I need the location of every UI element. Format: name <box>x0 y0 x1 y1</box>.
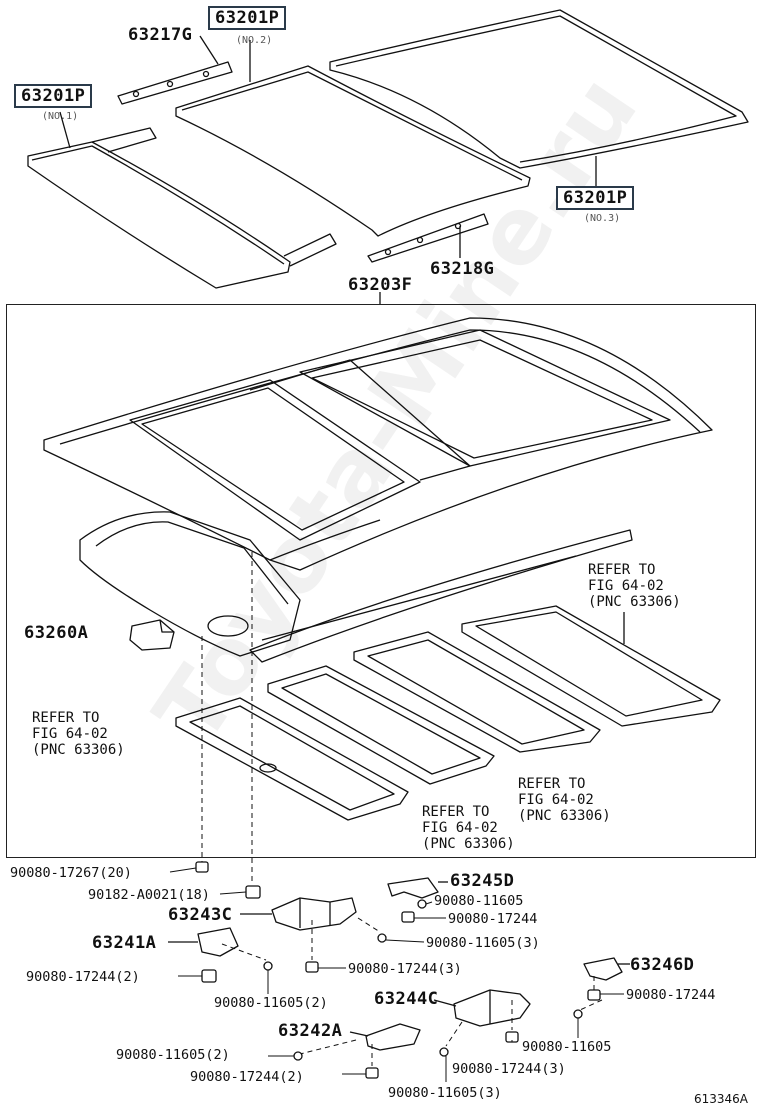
label-63260a[interactable]: 63260A <box>24 623 89 643</box>
label-90080-17244-3-a[interactable]: 90080-17244(3) <box>348 961 462 977</box>
bracket-63245d <box>387 877 439 899</box>
label-63201p-no1-sub: (NO.1) <box>42 111 79 122</box>
label-63217g[interactable]: 63217G <box>128 25 193 45</box>
label-63241a[interactable]: 63241A <box>92 933 157 953</box>
label-63243c[interactable]: 63243C <box>168 905 233 925</box>
label-90080-11605-3-b[interactable]: 90080-11605(3) <box>388 1085 502 1101</box>
label-63201p-no2-sub: (NO.2) <box>236 35 273 46</box>
label-63201p-no2[interactable]: 63201P <box>208 6 287 30</box>
label-90080-11605-3-a[interactable]: 90080-11605(3) <box>426 935 540 951</box>
diagram-id: 613346A <box>694 1092 749 1106</box>
label-90080-17244-2-b[interactable]: 90080-17244(2) <box>190 1069 304 1085</box>
sunshade-panel-left <box>175 697 409 821</box>
label-90080-17244-2-a[interactable]: 90080-17244(2) <box>26 969 140 985</box>
label-63245d[interactable]: 63245D <box>450 871 515 891</box>
label-63201p-no3[interactable]: 63201P <box>556 186 635 210</box>
roof-panel-no3 <box>329 9 749 169</box>
leader-63242a <box>349 1031 369 1037</box>
motor-63260a <box>129 619 175 651</box>
roof-frame-assembly <box>43 317 713 571</box>
label-63201p-no3-sub: (NO.3) <box>584 213 621 224</box>
label-63201p-no1[interactable]: 63201P <box>14 84 93 108</box>
label-90080-11605-a[interactable]: 90080-11605 <box>434 893 524 909</box>
drive-frame-assembly <box>79 511 633 663</box>
assembly-frame <box>6 304 756 858</box>
sunshade-panel-right <box>461 605 721 727</box>
bracket-63244c <box>453 989 531 1027</box>
sunshade-panel-mid-left <box>267 665 495 785</box>
label-63242a[interactable]: 63242A <box>278 1021 343 1041</box>
bracket-63243c <box>271 897 357 931</box>
label-90080-17244-b[interactable]: 90080-17244 <box>626 987 716 1003</box>
label-90080-17244-a[interactable]: 90080-17244 <box>448 911 538 927</box>
label-90182-a0021-18[interactable]: 90182-A0021(18) <box>88 887 210 903</box>
guide-lines <box>201 552 603 1066</box>
sunshade-panel-mid-right <box>353 631 601 753</box>
label-90080-17244-3-b[interactable]: 90080-17244(3) <box>452 1061 566 1077</box>
fastener-leaders <box>169 867 624 1082</box>
leader-63244c <box>433 999 457 1007</box>
label-63218g[interactable]: 63218G <box>430 259 495 279</box>
label-63244c[interactable]: 63244C <box>374 989 439 1009</box>
label-90080-11605-2-a[interactable]: 90080-11605(2) <box>214 995 328 1011</box>
bracket-63242a <box>365 1023 421 1051</box>
bracket-63241a <box>197 927 239 957</box>
label-63246d[interactable]: 63246D <box>630 955 695 975</box>
label-90080-11605-2-b[interactable]: 90080-11605(2) <box>116 1047 230 1063</box>
label-90080-17267-20[interactable]: 90080-17267(20) <box>10 865 132 881</box>
roof-panel-no2 <box>175 65 531 237</box>
leader-63217g <box>199 35 219 65</box>
label-63203f[interactable]: 63203F <box>348 275 413 295</box>
roof-panel-no1 <box>27 127 337 289</box>
rail-63218g <box>367 213 489 263</box>
bracket-63246d <box>583 957 623 981</box>
leader-63201p-no1 <box>59 111 71 149</box>
rail-63217g <box>117 61 233 105</box>
label-90080-11605-b[interactable]: 90080-11605 <box>522 1039 612 1055</box>
